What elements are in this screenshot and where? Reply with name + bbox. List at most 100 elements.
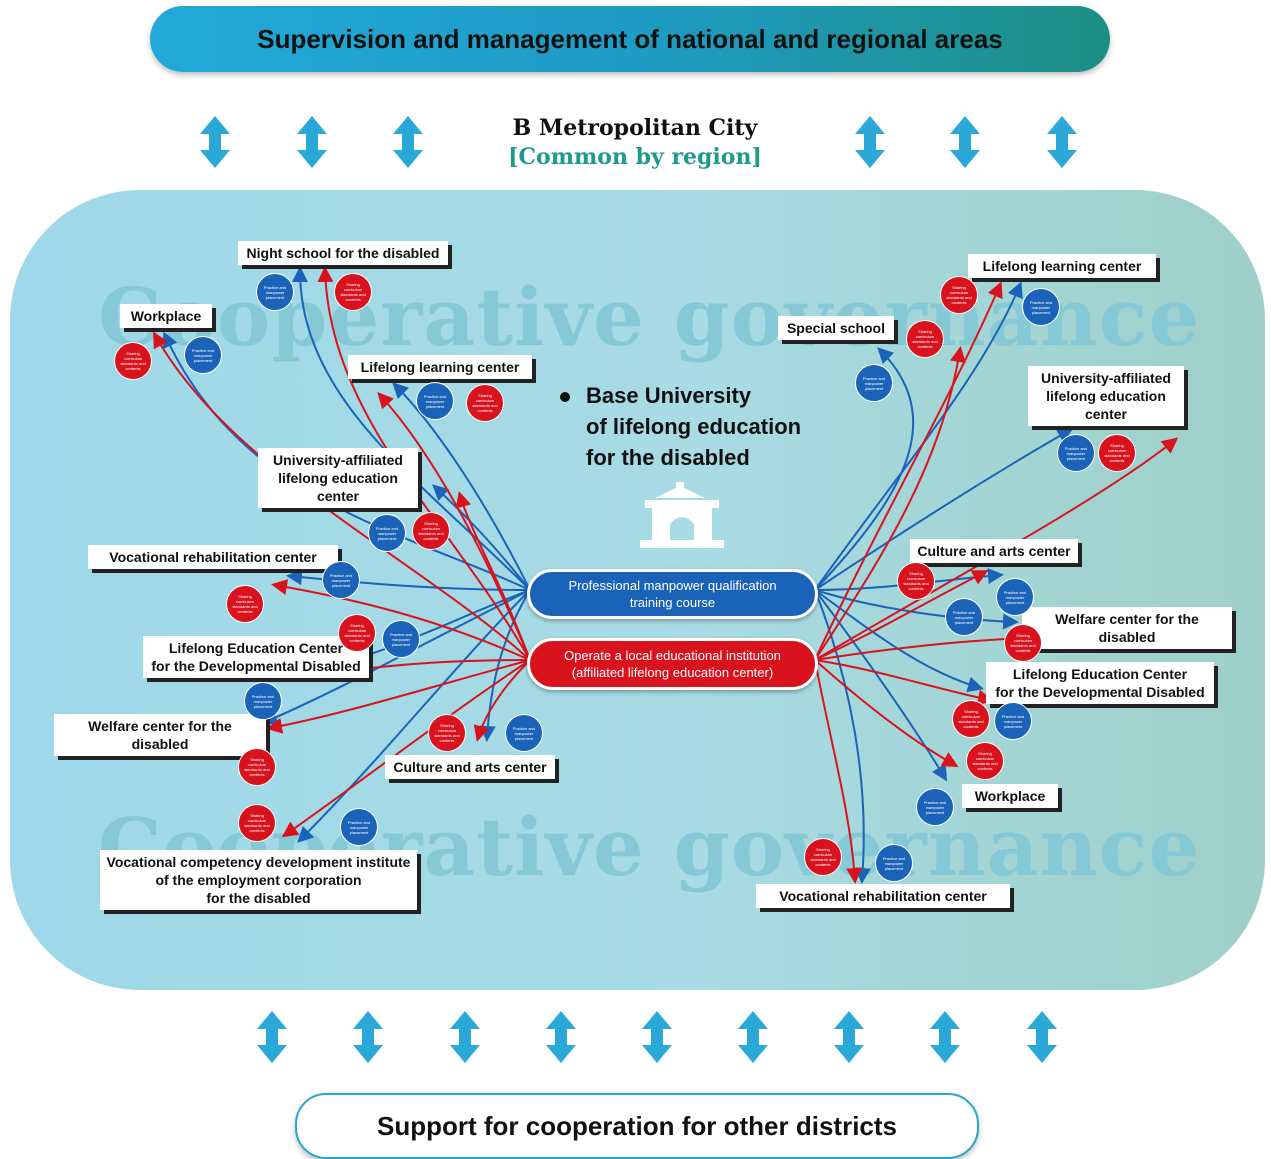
base-university: Base University of lifelong education fo…	[560, 380, 801, 473]
left-workplace: Workplace	[120, 304, 212, 328]
practice-placement-badge: Practice and manpower placement	[322, 561, 360, 599]
curriculum-sharing-badge: Sharing curriculum standards and content…	[238, 748, 276, 786]
right-welfare: Welfare center for the disabled	[1022, 607, 1232, 649]
bullet-icon	[560, 392, 570, 402]
label-line: University-affiliated	[273, 452, 403, 468]
practice-placement-badge: Practice and manpower placement	[875, 844, 913, 882]
base-university-line: Base University	[586, 383, 752, 408]
left-night-school: Night school for the disabled	[238, 241, 448, 265]
curriculum-sharing-badge: Sharing curriculum standards and content…	[114, 342, 152, 380]
label-line: Culture and arts center	[917, 543, 1071, 559]
practice-placement-badge: Practice and manpower placement	[994, 702, 1032, 740]
label-line: Lifelong Education Center	[1012, 666, 1188, 682]
blue-pill: Professional manpower qualification trai…	[527, 569, 818, 619]
curriculum-sharing-badge: Sharing curriculum standards and content…	[334, 273, 372, 311]
label-line: Workplace	[130, 308, 202, 324]
curriculum-sharing-badge: Sharing curriculum standards and content…	[226, 585, 264, 623]
left-lifelong-learning: Lifelong learning center	[348, 355, 532, 379]
practice-placement-badge: Practice and manpower placement	[1057, 434, 1095, 472]
curriculum-sharing-badge: Sharing curriculum standards and content…	[1004, 624, 1042, 662]
curriculum-sharing-badge: Sharing curriculum standards and content…	[466, 384, 504, 422]
label-line: Night school for the disabled	[246, 245, 440, 261]
red-pill-line: Operate a local educational institution	[564, 648, 781, 663]
left-welfare: Welfare center for the disabled	[54, 714, 266, 756]
practice-placement-badge: Practice and manpower placement	[505, 714, 543, 752]
curriculum-sharing-badge: Sharing curriculum standards and content…	[966, 742, 1004, 780]
double-arrow-icon	[1027, 1011, 1057, 1063]
left-univ-affiliated: University-affiliated lifelong education…	[258, 448, 418, 508]
bottom-banner-text: Support for cooperation for other distri…	[376, 1110, 897, 1141]
label-line: Workplace	[974, 788, 1046, 804]
curriculum-sharing-badge: Sharing curriculum standards and content…	[804, 838, 842, 876]
double-arrow-icon	[450, 1011, 480, 1063]
red-pill: Operate a local educational institution …	[527, 638, 818, 690]
red-pill-line: (affiliated lifelong education center)	[571, 665, 774, 680]
label-line: center	[1084, 406, 1128, 422]
right-univ-affiliated: University-affiliated lifelong education…	[1028, 366, 1184, 426]
practice-placement-badge: Practice and manpower placement	[855, 364, 893, 402]
practice-placement-badge: Practice and manpower placement	[382, 620, 420, 658]
base-university-line: of lifelong education	[586, 414, 802, 439]
right-special-school: Special school	[778, 316, 894, 340]
label-line: for the disabled	[206, 890, 311, 906]
label-line: Lifelong Education Center	[168, 640, 344, 656]
label-line: Welfare center for the disabled	[88, 718, 232, 752]
label-line: Vocational rehabilitation center	[109, 549, 317, 565]
double-arrow-icon	[393, 116, 423, 168]
city-title: B Metropolitan City	[512, 115, 758, 141]
bottom-arrows	[257, 1011, 1057, 1063]
label-line: center	[316, 488, 360, 504]
practice-placement-badge: Practice and manpower placement	[244, 682, 282, 720]
double-arrow-icon	[200, 116, 230, 168]
label-line: Culture and arts center	[393, 759, 547, 775]
left-developmental: Lifelong Education Center for the Develo…	[143, 636, 369, 678]
right-culture-arts: Culture and arts center	[910, 539, 1078, 563]
label-line: Welfare center for the disabled	[1055, 611, 1199, 645]
left-culture-arts: Culture and arts center	[385, 755, 555, 779]
bottom-banner: Support for cooperation for other distri…	[295, 1093, 979, 1159]
label-line: Vocational rehabilitation center	[779, 888, 987, 904]
left-vocational-competency: Vocational competency development instit…	[100, 850, 417, 910]
blue-links-right	[814, 281, 1074, 884]
double-arrow-icon	[297, 116, 327, 168]
blue-pill-line: training course	[629, 595, 716, 610]
curriculum-sharing-badge: Sharing curriculum standards and content…	[940, 276, 978, 314]
label-line: Special school	[786, 320, 886, 336]
double-arrow-icon	[950, 116, 980, 168]
top-arrows	[200, 116, 1077, 168]
label-line: for the Developmental Disabled	[995, 684, 1205, 700]
double-arrow-icon	[257, 1011, 287, 1063]
label-line: lifelong education	[278, 470, 398, 486]
curriculum-sharing-badge: Sharing curriculum standards and content…	[412, 512, 450, 550]
label-line: lifelong education	[1046, 388, 1166, 404]
top-banner: Supervision and management of national a…	[150, 6, 1110, 72]
label-line: Lifelong learning center	[360, 359, 520, 375]
practice-placement-badge: Practice and manpower placement	[945, 598, 983, 636]
double-arrow-icon	[834, 1011, 864, 1063]
curriculum-sharing-badge: Sharing curriculum standards and content…	[952, 700, 990, 738]
practice-placement-badge: Practice and manpower placement	[256, 273, 294, 311]
curriculum-sharing-badge: Sharing curriculum standards and content…	[906, 320, 944, 358]
label-line: Lifelong learning center	[982, 258, 1142, 274]
city-subtitle: [Common by region]	[508, 144, 762, 170]
blue-pill-line: Professional manpower qualification	[568, 578, 777, 593]
double-arrow-icon	[930, 1011, 960, 1063]
double-arrow-icon	[1047, 116, 1077, 168]
right-lifelong-learning: Lifelong learning center	[968, 254, 1156, 278]
base-university-line: for the disabled	[586, 445, 750, 470]
double-arrow-icon	[546, 1011, 576, 1063]
blue-links	[162, 266, 531, 843]
double-arrow-icon	[738, 1011, 768, 1063]
practice-placement-badge: Practice and manpower placement	[368, 514, 406, 552]
label-line: Vocational competency development instit…	[106, 854, 411, 870]
left-vocational-rehab: Vocational rehabilitation center	[88, 545, 338, 569]
top-banner-text: Supervision and management of national a…	[257, 23, 1003, 54]
double-arrow-icon	[642, 1011, 672, 1063]
curriculum-sharing-badge: Sharing curriculum standards and content…	[1098, 434, 1136, 472]
right-developmental: Lifelong Education Center for the Develo…	[986, 662, 1214, 704]
practice-placement-badge: Practice and manpower placement	[996, 578, 1034, 616]
practice-placement-badge: Practice and manpower placement	[416, 382, 454, 420]
practice-placement-badge: Practice and manpower placement	[916, 788, 954, 826]
curriculum-sharing-badge: Sharing curriculum standards and content…	[338, 614, 376, 652]
label-line: University-affiliated	[1041, 370, 1171, 386]
